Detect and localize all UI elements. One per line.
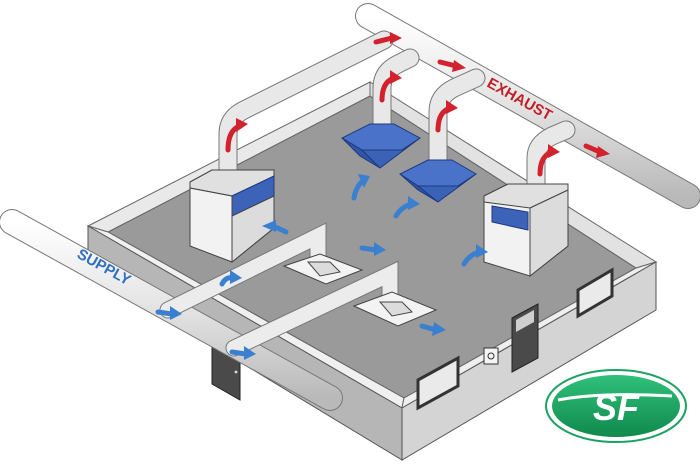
exhaust-arrow xyxy=(379,70,402,103)
fume-hood-right-sash xyxy=(491,205,529,231)
window-front xyxy=(416,355,460,411)
supply-arrow xyxy=(155,306,182,320)
supply-diffuser-2 xyxy=(352,291,438,327)
exhaust-arrow xyxy=(373,32,402,45)
door-right-window xyxy=(516,310,534,332)
exhaust-arrow xyxy=(225,118,248,153)
exhaust-arrow xyxy=(435,100,458,133)
supply-arrow xyxy=(359,242,386,256)
fume-hood-right xyxy=(483,183,569,278)
canopy-hood-1 xyxy=(340,123,421,169)
sf-logo-text: SF xyxy=(593,387,640,428)
fume-hood-left xyxy=(189,169,275,264)
supply-arrow xyxy=(419,322,446,336)
sf-logo: SF xyxy=(545,369,687,443)
control-panel xyxy=(483,347,499,365)
supply-branches xyxy=(159,222,399,357)
supply-arrows xyxy=(155,174,488,360)
exhaust-arrow xyxy=(437,59,466,72)
exhaust-arrow xyxy=(537,144,560,177)
supply-arrow xyxy=(229,346,256,360)
exhaust-arrow xyxy=(583,143,610,158)
door-left-knob xyxy=(234,370,238,374)
supply-arrow xyxy=(351,174,370,201)
window-right xyxy=(576,267,614,319)
canopy-hood-2 xyxy=(399,159,477,203)
supply-arrow xyxy=(461,244,488,267)
exhaust-main-duct xyxy=(355,3,700,209)
supply-arrow xyxy=(393,196,420,219)
supply-arrow xyxy=(262,220,289,235)
supply-arrow xyxy=(219,270,242,287)
supply-diffuser-1 xyxy=(282,253,364,285)
exhaust-arrows xyxy=(225,32,610,177)
exhaust-branches xyxy=(218,30,576,202)
